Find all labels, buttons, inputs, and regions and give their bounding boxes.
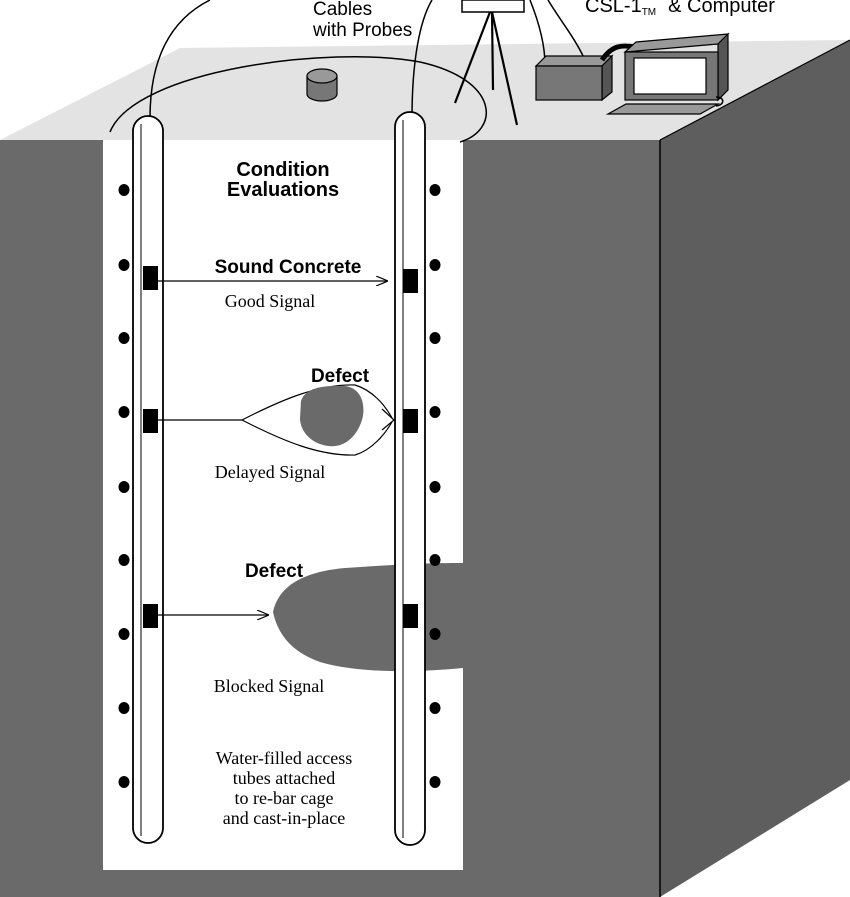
csl-equipment [529,0,730,115]
rebar-dots-right [429,184,441,788]
tripod [453,0,525,126]
rebar-dots-left [118,184,130,788]
note-line-3: to re-bar cage [235,788,334,808]
sound-concrete-label: Sound Concrete [215,257,362,278]
condition-evaluations-title-line1: Condition [236,159,329,181]
csl-suffix: & Computer [668,0,775,17]
cable-reel [306,68,338,102]
probe-left-1 [143,266,158,290]
probes [143,266,418,628]
defect-void-upper [300,385,364,447]
csl-trademark: TM [642,7,656,18]
laptop-keyboard [605,103,721,115]
defect-label-upper: Defect [311,366,370,387]
defect-label-lower: Defect [245,561,304,582]
delayed-signal-label: Delayed Signal [215,462,325,482]
csl-cable-2 [547,0,586,61]
good-signal-label: Good Signal [225,291,316,311]
laptop-computer [605,32,730,115]
tripod-head [461,0,525,13]
block-edge-top [659,39,850,141]
cable-left-probe [149,0,211,119]
blocked-signal-label: Blocked Signal [214,676,325,696]
laptop-screen [633,57,707,95]
csl-unit [534,54,614,102]
probe-left-2 [143,409,158,433]
delayed-signal-path [158,384,395,456]
access-tube-right [394,111,426,846]
note-line-1: Water-filled access [216,748,353,768]
note-line-2: tubes attached [233,768,335,788]
cable-loop-outline [109,56,487,143]
csl-name: CSL-1 [585,0,642,17]
probe-right-1 [403,269,418,293]
cables-label-line2: with Probes [312,20,412,41]
cables-label-line1: Cables [313,0,372,20]
probe-left-3 [143,604,158,628]
access-tube-left [132,115,164,844]
soil-side-face [660,40,850,897]
probe-right-2 [403,409,418,433]
cable-right-probe [411,0,433,119]
note-line-4: and cast-in-place [223,808,345,828]
cable-loops [109,0,487,143]
csl-label: CSL-1TM & Computer [585,0,775,18]
probe-right-3 [403,604,418,628]
condition-evaluations-title-line2: Evaluations [227,179,339,201]
